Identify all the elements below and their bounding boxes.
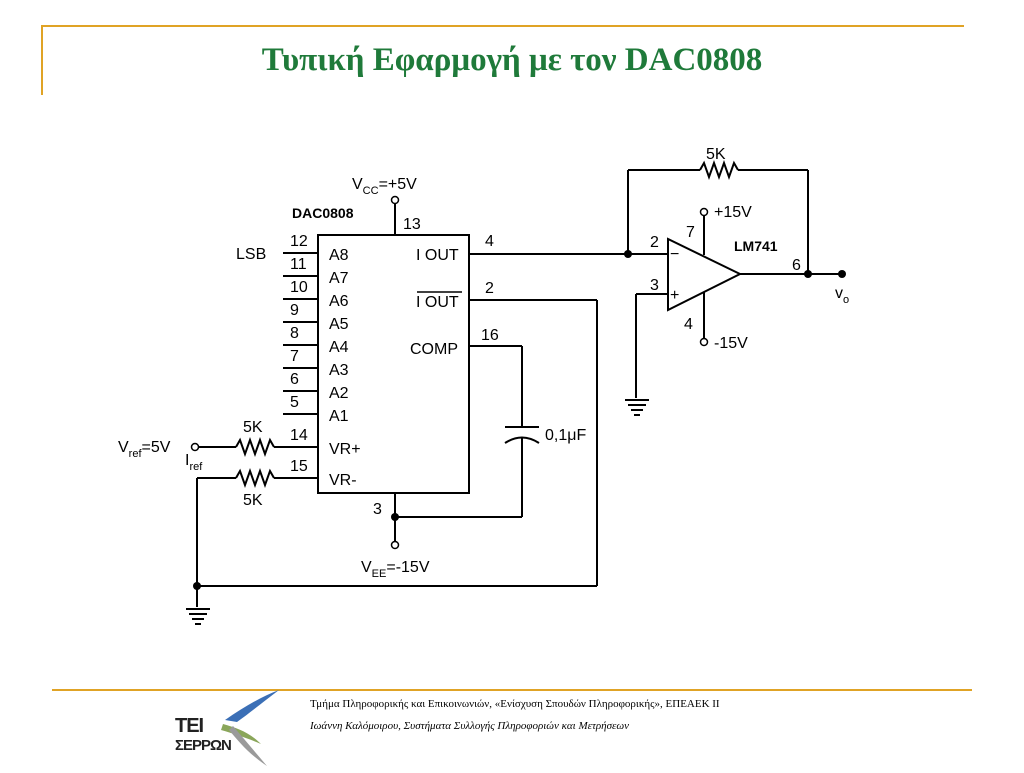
- dac-name-label: DAC0808: [292, 205, 354, 221]
- dac-pin-number: 9: [290, 302, 299, 319]
- opamp-vminus-label: -15V: [714, 335, 748, 352]
- opamp-minus-sign: −: [670, 246, 679, 263]
- pin-16-label: 16: [481, 327, 499, 344]
- iout-pin-label: I OUT: [416, 247, 459, 264]
- opamp-name-label: LM741: [734, 238, 778, 254]
- footer-line1: Τμήμα Πληροφορικής και Επικοινωνιών, «Εν…: [310, 698, 720, 710]
- resistor-vref-label: 5K: [243, 419, 263, 436]
- title-left-rule: [41, 25, 43, 95]
- dac-pin-name: A5: [329, 316, 349, 333]
- pin-4-label: 4: [485, 233, 494, 250]
- pin-2-label: 2: [485, 280, 494, 297]
- terminals: [190, 195, 709, 550]
- logo-line2: ΣΕΡΡΩΝ: [175, 737, 232, 754]
- logo-text: ΤΕΙ ΣΕΡΡΩΝ: [175, 715, 232, 756]
- dac-pin-number: 11: [290, 256, 307, 273]
- lsb-label: LSB: [236, 246, 266, 263]
- footer: Τμήμα Πληροφορικής και Επικοινωνιών, «Εν…: [310, 697, 720, 741]
- resistor-vneg-label: 5K: [243, 492, 263, 509]
- dac-pin-number: 5: [290, 394, 299, 411]
- logo-line1: ΤΕΙ: [175, 715, 204, 737]
- feedback-resistor-label: 5K: [706, 146, 726, 163]
- opamp-pin-6-label: 6: [792, 257, 801, 274]
- wires: [196, 160, 842, 607]
- dac-pin-name: A4: [329, 339, 349, 356]
- dac-pin-number: 7: [290, 348, 299, 365]
- opamp-pin-2-label: 2: [650, 234, 659, 251]
- vref-label: Vref=5V: [118, 439, 171, 460]
- ground-symbol-opamp: [625, 399, 649, 416]
- dac-pin-number: 15: [290, 458, 308, 475]
- capacitor-label: 0,1μF: [545, 427, 586, 444]
- opamp-plus-sign: +: [670, 287, 679, 304]
- junction-dots: [193, 250, 846, 590]
- logo-swoosh-icon: [221, 690, 279, 766]
- dac-pin-number: 12: [290, 233, 308, 250]
- opamp-pin-4-label: 4: [684, 316, 693, 333]
- opamp-pin-3-label: 3: [650, 277, 659, 294]
- dac-pin-name: A8: [329, 247, 349, 264]
- footer-rule: [52, 689, 972, 691]
- vcc-label: VCC=+5V: [352, 176, 417, 197]
- dac-pin-number: 6: [290, 371, 299, 388]
- dac-pin-name: VR+: [329, 441, 361, 458]
- footer-line2: Ιωάννη Καλόμοιρου, Συστήματα Συλλογής Πλ…: [310, 720, 630, 732]
- vo-label: vo: [835, 285, 849, 306]
- dac-pin-name: A7: [329, 270, 349, 287]
- comp-pin-label: COMP: [410, 341, 458, 358]
- dac-body: [317, 234, 470, 494]
- vee-label: VEE=-15V: [361, 559, 430, 580]
- slide-title: Τυπική Εφαρμογή με τον DAC0808: [261, 42, 763, 78]
- dac-pin-number: 14: [290, 427, 308, 444]
- pin-3-label: 3: [373, 501, 382, 518]
- dac-pin-name: A6: [329, 293, 349, 310]
- dac-pin-number: 8: [290, 325, 299, 342]
- pin-13-label: 13: [403, 216, 421, 233]
- iout-bar-pin-label: I OUT: [416, 294, 459, 311]
- tei-serres-logo: ΤΕΙ ΣΕΡΡΩΝ: [175, 688, 285, 768]
- dac-pin-name: A1: [329, 408, 349, 425]
- dac-pin-name: A3: [329, 362, 349, 379]
- title-top-rule: [43, 25, 964, 27]
- opamp-pin-7-label: 7: [686, 224, 695, 241]
- ground-symbol-dac: [186, 608, 210, 625]
- opamp-vplus-label: +15V: [714, 204, 752, 221]
- grounds: [186, 399, 649, 625]
- dac-pin-name: VR-: [329, 472, 357, 489]
- iref-label: Iref: [185, 452, 203, 473]
- dac-pin-name: A2: [329, 385, 349, 402]
- dac-pin-number: 10: [290, 279, 308, 296]
